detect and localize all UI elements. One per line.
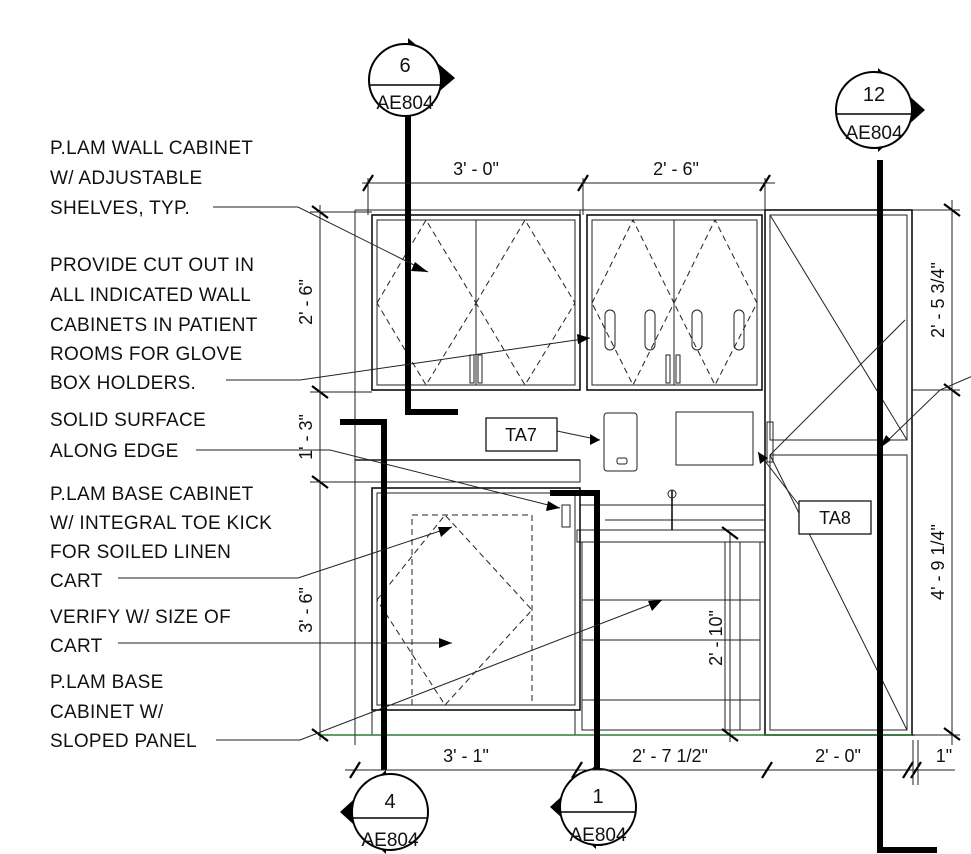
- section-4-number: 4: [384, 791, 395, 813]
- dim-top-2: 2' - 6": [653, 159, 699, 179]
- section-6-sheet: AE804: [376, 93, 433, 114]
- dim-bottom-4: 1": [936, 746, 952, 766]
- dimension-linework: [310, 174, 961, 785]
- section-1-sheet: AE804: [569, 825, 626, 846]
- note-verify-cart-size: VERIFY W/ SIZE OF CART: [50, 607, 237, 657]
- section-1-number: 1: [592, 786, 603, 808]
- dim-left-2: 1' - 3": [296, 414, 316, 460]
- wall-cabinet-right: [586, 214, 763, 391]
- tag-ta8: TA8: [757, 451, 872, 535]
- note-leaders: [118, 206, 971, 741]
- soap-dispenser: [603, 412, 638, 472]
- annotation-notes: P.LAM WALL CABINET W/ ADJUSTABLE SHELVES…: [50, 138, 278, 752]
- section-12-sheet: AE804: [845, 123, 902, 144]
- tag-ta7-label: TA7: [505, 425, 537, 445]
- wall-cabinet-left: [371, 214, 581, 391]
- dimension-labels: 3' - 0" 2' - 6" 3' - 1" 2' - 7 1/2" 2' -…: [296, 159, 952, 766]
- dim-left-1: 2' - 6": [296, 279, 316, 325]
- dim-bottom-3: 2' - 0": [815, 746, 861, 766]
- section-6-number: 6: [399, 55, 410, 77]
- dim-interior: 2' - 10": [706, 610, 726, 666]
- tag-ta7: TA7: [485, 417, 601, 452]
- dim-top-1: 3' - 0": [453, 159, 499, 179]
- dim-right-2: 4' - 9 1/4": [928, 524, 948, 600]
- section-12-number: 12: [863, 84, 885, 106]
- note-sloped-panel-cabinet: P.LAM BASE CABINET W/ SLOPED PANEL: [50, 672, 197, 752]
- section-bubble-1: 1 AE804: [550, 765, 637, 849]
- section-bubble-4: 4 AE804: [340, 770, 429, 854]
- tall-cabinet: [764, 209, 913, 736]
- dim-bottom-1: 3' - 1": [443, 746, 489, 766]
- tag-ta8-label: TA8: [819, 508, 851, 528]
- dim-right-1: 2' - 5 3/4": [928, 262, 948, 338]
- note-solid-surface: SOLID SURFACE ALONG EDGE: [50, 410, 212, 462]
- dim-bottom-2: 2' - 7 1/2": [632, 746, 708, 766]
- section-cut-lines: [340, 108, 937, 853]
- dim-left-3: 3' - 6": [296, 587, 316, 633]
- section-4-sheet: AE804: [361, 830, 418, 851]
- towel-dispenser: [675, 411, 754, 466]
- section-bubble-6: 6 AE804: [368, 38, 455, 118]
- note-glove-box-cutout: PROVIDE CUT OUT IN ALL INDICATED WALL CA…: [50, 255, 263, 394]
- section-bubble-12: 12 AE804: [835, 68, 925, 152]
- base-cabinet-left: [371, 487, 581, 711]
- note-base-cabinet-toe-kick: P.LAM BASE CABINET W/ INTEGRAL TOE KICK …: [50, 484, 278, 592]
- note-wall-cabinet: P.LAM WALL CABINET W/ ADJUSTABLE SHELVES…: [50, 138, 258, 219]
